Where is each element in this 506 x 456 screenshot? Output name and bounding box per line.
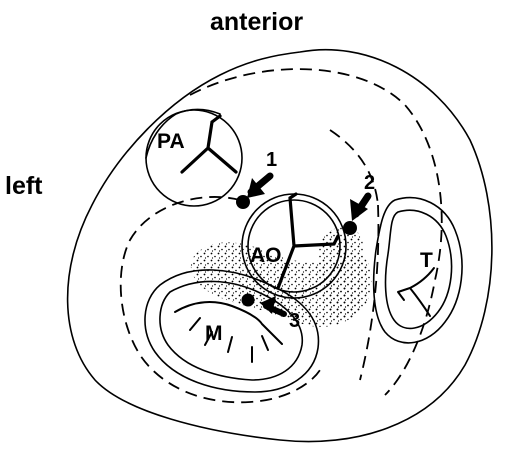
mitral-label: M [205, 322, 223, 345]
pulmonary-artery-label: PA [157, 130, 185, 153]
marker-number-1: 1 [266, 149, 277, 171]
arrow-1 [247, 176, 270, 198]
orientation-anterior-label: anterior [210, 8, 303, 36]
arrow-2 [350, 196, 368, 221]
tricuspid-label: T [420, 249, 433, 272]
dashed-outline-large [190, 69, 442, 395]
orientation-left-label: left [5, 172, 43, 200]
tricuspid-valve [374, 198, 462, 343]
aorta-label: AO [250, 244, 282, 267]
marker-dot-2 [343, 221, 357, 235]
pulmonary-valve [146, 110, 242, 207]
marker-dot-3 [242, 294, 255, 307]
marker-number-3: 3 [289, 310, 300, 332]
marker-number-2: 2 [364, 172, 375, 194]
